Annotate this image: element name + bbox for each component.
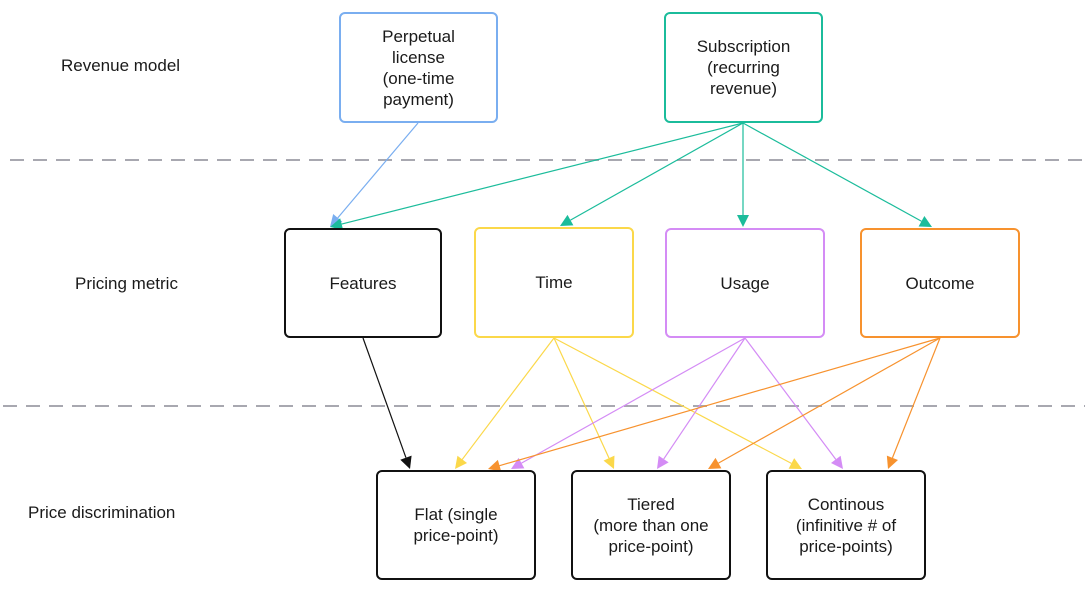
- node-continous: Continous (infinitive # of price-points): [766, 470, 926, 580]
- arrowhead-time-to-tiered: [603, 455, 615, 469]
- edge-perpetual-to-features: [337, 122, 419, 219]
- arrowhead-time-to-flat: [455, 455, 468, 469]
- edge-subscription-to-time: [570, 122, 744, 221]
- node-tiered-label: Tiered (more than one price-point): [593, 494, 709, 556]
- row-label-price-discrimination: Price discrimination: [28, 503, 176, 522]
- edge-outcome-to-flat: [499, 337, 941, 467]
- edge-subscription-to-outcome: [742, 122, 922, 222]
- edge-outcome-to-tiered: [718, 337, 941, 464]
- edge-subscription-to-features: [341, 122, 744, 225]
- arrowhead-usage-to-tiered: [657, 455, 669, 469]
- row-label-revenue-model: Revenue model: [61, 56, 181, 75]
- edge-usage-to-tiered: [663, 337, 746, 460]
- arrowhead-outcome-to-flat: [488, 459, 502, 472]
- edge-time-to-flat: [461, 337, 555, 460]
- edge-features-to-flat: [362, 337, 407, 458]
- arrowhead-features-to-flat: [400, 455, 412, 469]
- edge-outcome-to-continous: [891, 337, 941, 459]
- arrowhead-subscription-to-outcome: [918, 215, 932, 227]
- node-features: Features: [284, 228, 442, 338]
- node-features-label: Features: [329, 273, 397, 293]
- edge-time-to-tiered: [553, 337, 610, 459]
- node-subscription: Subscription (recurring revenue): [664, 12, 823, 123]
- node-time-label: Time: [535, 273, 573, 292]
- node-outcome: Outcome: [860, 228, 1020, 338]
- node-perpetual-license-label: Perpetual license (one-time payment): [382, 26, 455, 109]
- edge-usage-to-continous: [744, 337, 837, 460]
- edge-usage-to-flat: [521, 337, 746, 464]
- arrowhead-usage-to-flat: [511, 457, 525, 469]
- arrowhead-perpetual-to-features: [330, 213, 343, 227]
- row-label-pricing-metric: Pricing metric: [75, 274, 178, 293]
- node-usage: Usage: [665, 228, 825, 338]
- node-tiered: Tiered (more than one price-point): [571, 470, 731, 580]
- arrowhead-subscription-to-features: [330, 218, 344, 230]
- node-flat: Flat (single price-point): [376, 470, 536, 580]
- node-perpetual-license: Perpetual license (one-time payment): [339, 12, 498, 123]
- arrowhead-time-to-continous: [788, 458, 802, 469]
- arrowhead-subscription-to-time: [560, 214, 574, 226]
- arrowhead-outcome-to-continous: [886, 455, 899, 469]
- node-usage-label: Usage: [720, 273, 770, 293]
- arrowhead-outcome-to-tiered: [708, 457, 722, 469]
- node-subscription-label: Subscription (recurring revenue): [696, 37, 791, 98]
- arrowhead-subscription-to-usage: [737, 215, 749, 227]
- node-continous-label: Continous (infinitive # of price-points): [795, 494, 897, 556]
- node-outcome-label: Outcome: [905, 273, 975, 293]
- edge-time-to-continous: [553, 337, 792, 464]
- node-flat-label: Flat (single price-point): [413, 505, 499, 545]
- node-time: Time: [474, 227, 634, 338]
- arrowhead-usage-to-continous: [831, 455, 843, 469]
